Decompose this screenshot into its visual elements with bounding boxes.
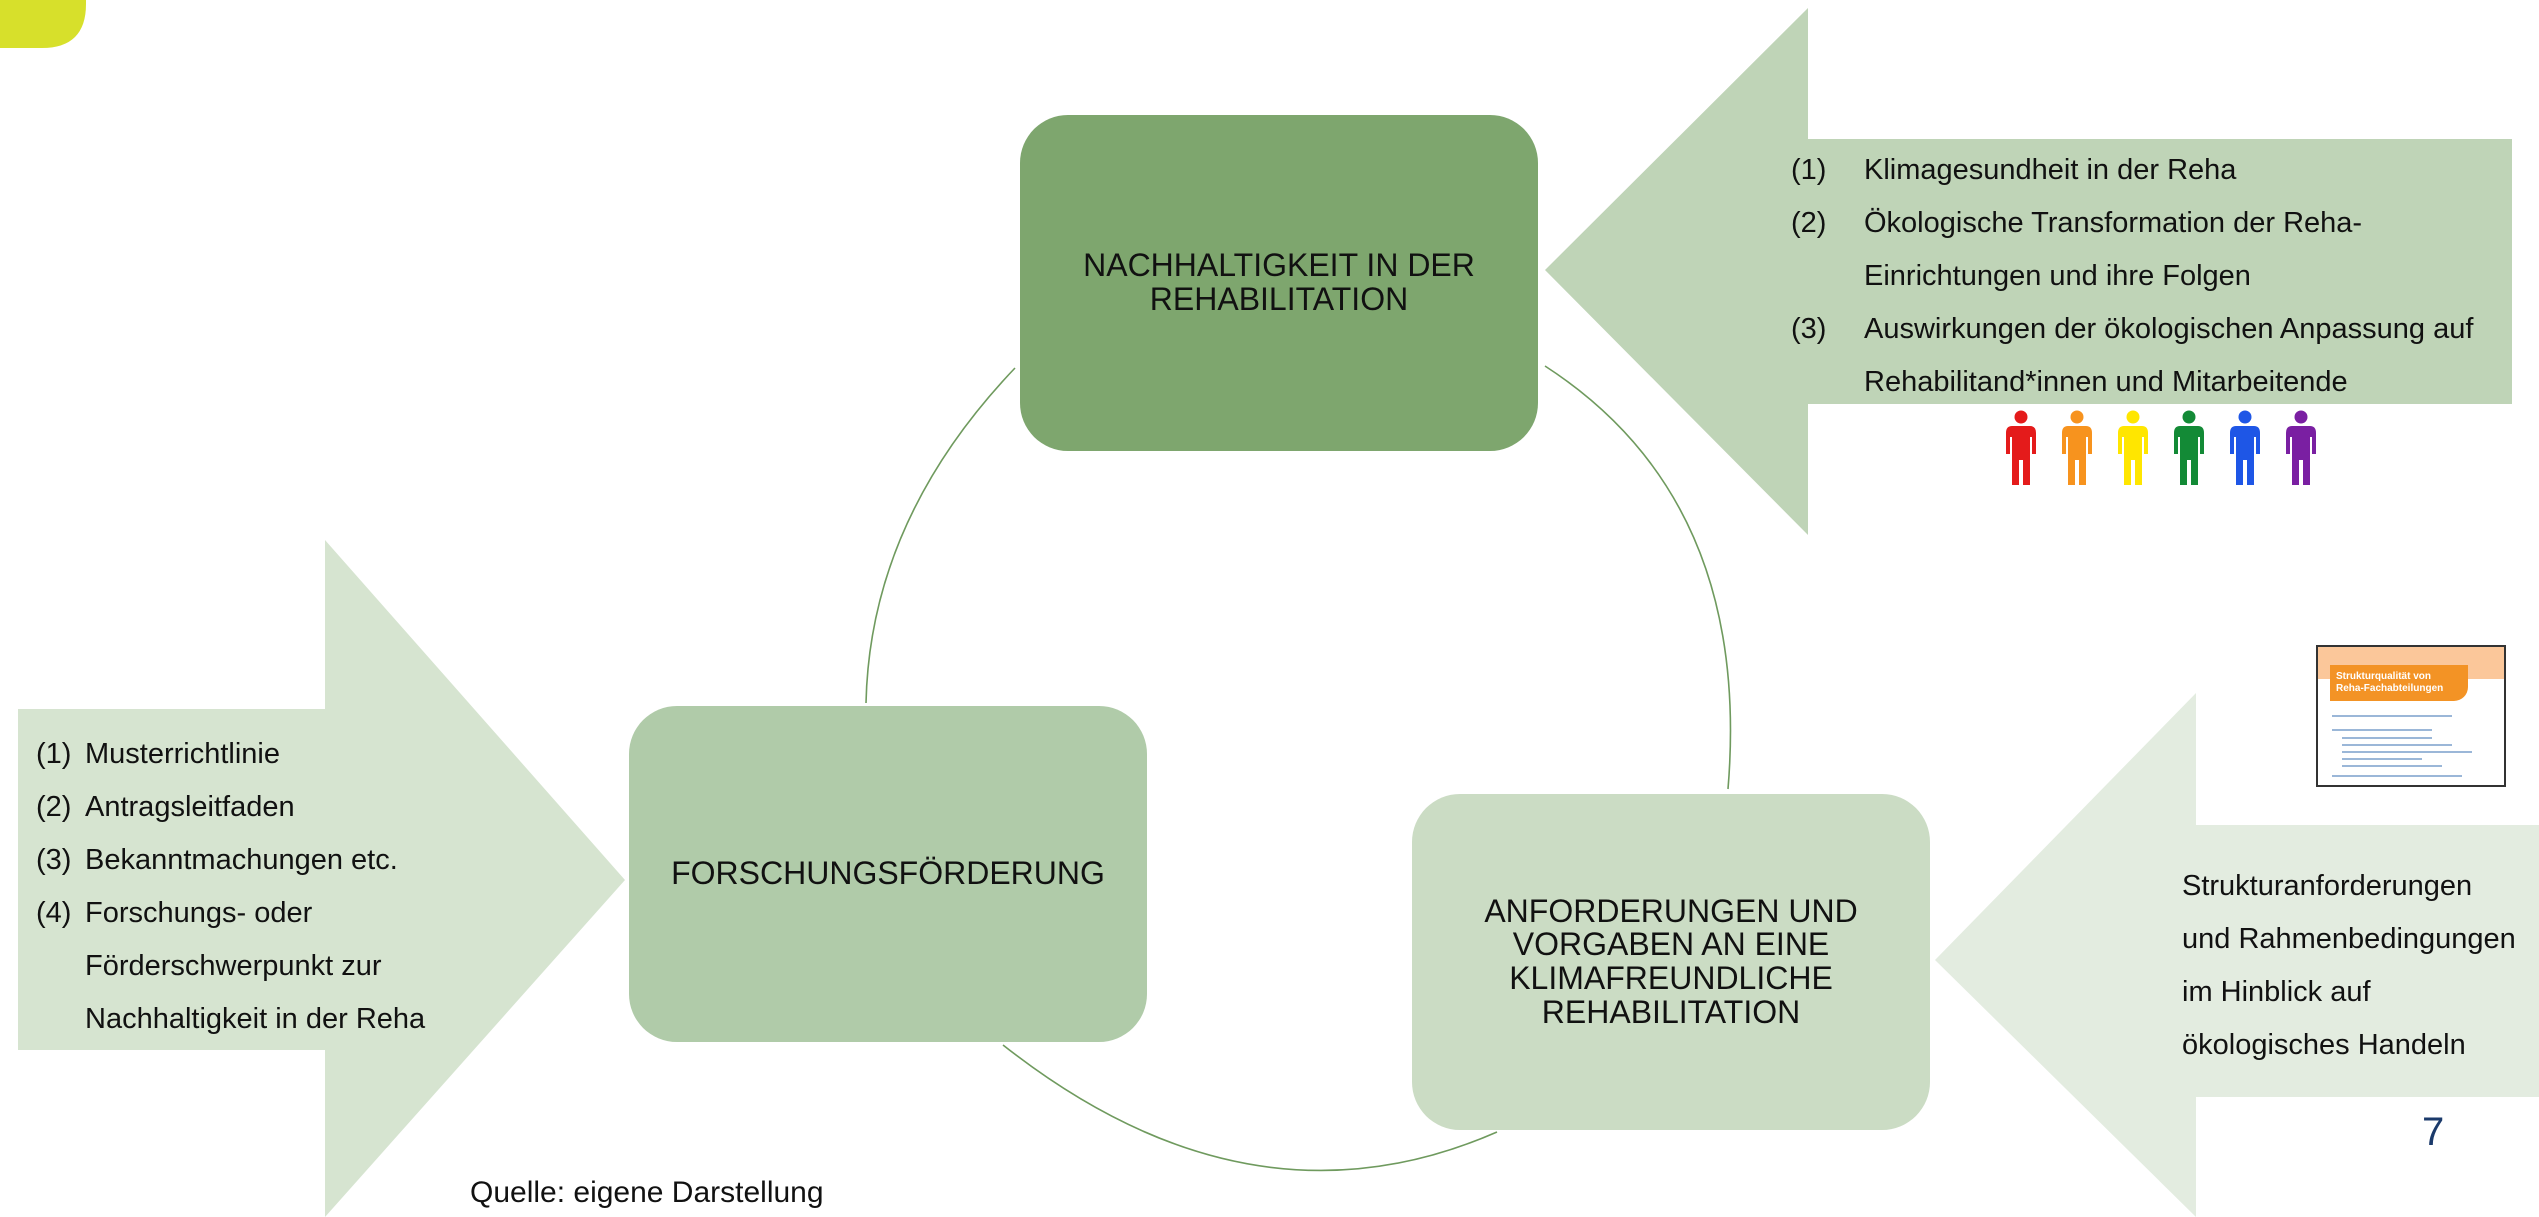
text-line: und Rahmenbedingungen [2182,923,2516,955]
person-icon [2006,410,2036,485]
text-line: Strukturanforderungen [2182,870,2473,902]
list-text: Förderschwerpunkt zur [85,950,382,982]
list-item: (1) Klimagesundheit in der Reha [1791,144,2511,197]
document-thumbnail: Strukturqualität von Reha-Fachabteilunge… [2316,645,2506,787]
cycle-arc-right [1544,365,1732,790]
cycle-arc-bottom [1002,1044,1498,1172]
list-text: Einrichtungen und ihre Folgen [1864,260,2251,292]
list-item: (2) Antragsleitfaden [36,781,476,834]
list-text: Forschungs- oder [85,897,313,929]
top-list: (1) Klimagesundheit in der Reha (2) Ökol… [1791,144,2511,409]
people-icons [2004,410,2334,490]
list-text: Rehabilitand*innen und Mitarbeitende [1864,366,2348,398]
list-item: (3) Bekanntmachungen etc. [36,834,476,887]
list-item: (4) Forschungs- oder [36,887,476,940]
list-number: (2) [1791,207,1827,239]
list-text: Musterrichtlinie [85,738,280,770]
list-item-continuation: Rehabilitand*innen und Mitarbeitende [1791,356,2511,409]
list-item-continuation: Förderschwerpunkt zur [36,940,476,993]
box-nachhaltigkeit: NACHHALTIGKEIT IN DER REHABILITATION [1020,115,1538,451]
text-line: im Hinblick auf [2182,976,2371,1008]
list-number: (1) [1791,154,1827,186]
accent-corner-shape [0,0,86,48]
list-text: Nachhaltigkeit in der Reha [85,1003,426,1035]
list-number: (4) [36,897,72,929]
thumbnail-title-line1: Strukturqualität von [2336,671,2432,682]
list-number: (2) [36,791,72,823]
thumbnail-title-line2: Reha-Fachabteilungen [2336,683,2444,694]
list-item: (1) Musterrichtlinie [36,728,476,781]
person-icon [2286,410,2316,485]
list-text: Ökologische Transformation der Reha- [1864,207,2363,239]
list-text: Klimagesundheit in der Reha [1864,154,2237,186]
thumbnail-title-banner: Strukturqualität von Reha-Fachabteilunge… [2330,665,2468,701]
list-text: Auswirkungen der ökologischen Anpassung … [1864,313,2474,345]
cycle-arc-left [865,367,1016,704]
person-icon [2062,410,2092,485]
list-text: Bekanntmachungen etc. [85,844,398,876]
person-icon [2118,410,2148,485]
list-item-continuation: Einrichtungen und ihre Folgen [1791,250,2511,303]
list-item: (2) Ökologische Transformation der Reha- [1791,197,2511,250]
right-text-block: Strukturanforderungen und Rahmenbedingun… [2182,860,2532,1072]
bottom-right-arrow [1935,693,2539,1217]
left-arrow [18,540,625,1217]
list-number: (3) [1791,313,1827,345]
list-item-continuation: Nachhaltigkeit in der Reha [36,993,476,1046]
thumbnail-body-lines [2332,715,2482,777]
box-forschungsfoerderung: FORSCHUNGSFÖRDERUNG [629,706,1147,1042]
person-icon [2174,410,2204,485]
list-number: (1) [36,738,72,770]
source-caption: Quelle: eigene Darstellung [470,1176,824,1209]
person-icon [2230,410,2260,485]
list-text: Antragsleitfaden [85,791,295,823]
top-right-arrow [1545,8,2512,535]
left-list: (1) Musterrichtlinie (2) Antragsleitfade… [36,728,476,1046]
page-number: 7 [2422,1110,2445,1154]
list-item: (3) Auswirkungen der ökologischen Anpass… [1791,303,2511,356]
text-line: ökologisches Handeln [2182,1029,2466,1061]
box-anforderungen: ANFORDERUNGEN UND VORGABEN AN EINE KLIMA… [1412,794,1930,1130]
list-number: (3) [36,844,72,876]
